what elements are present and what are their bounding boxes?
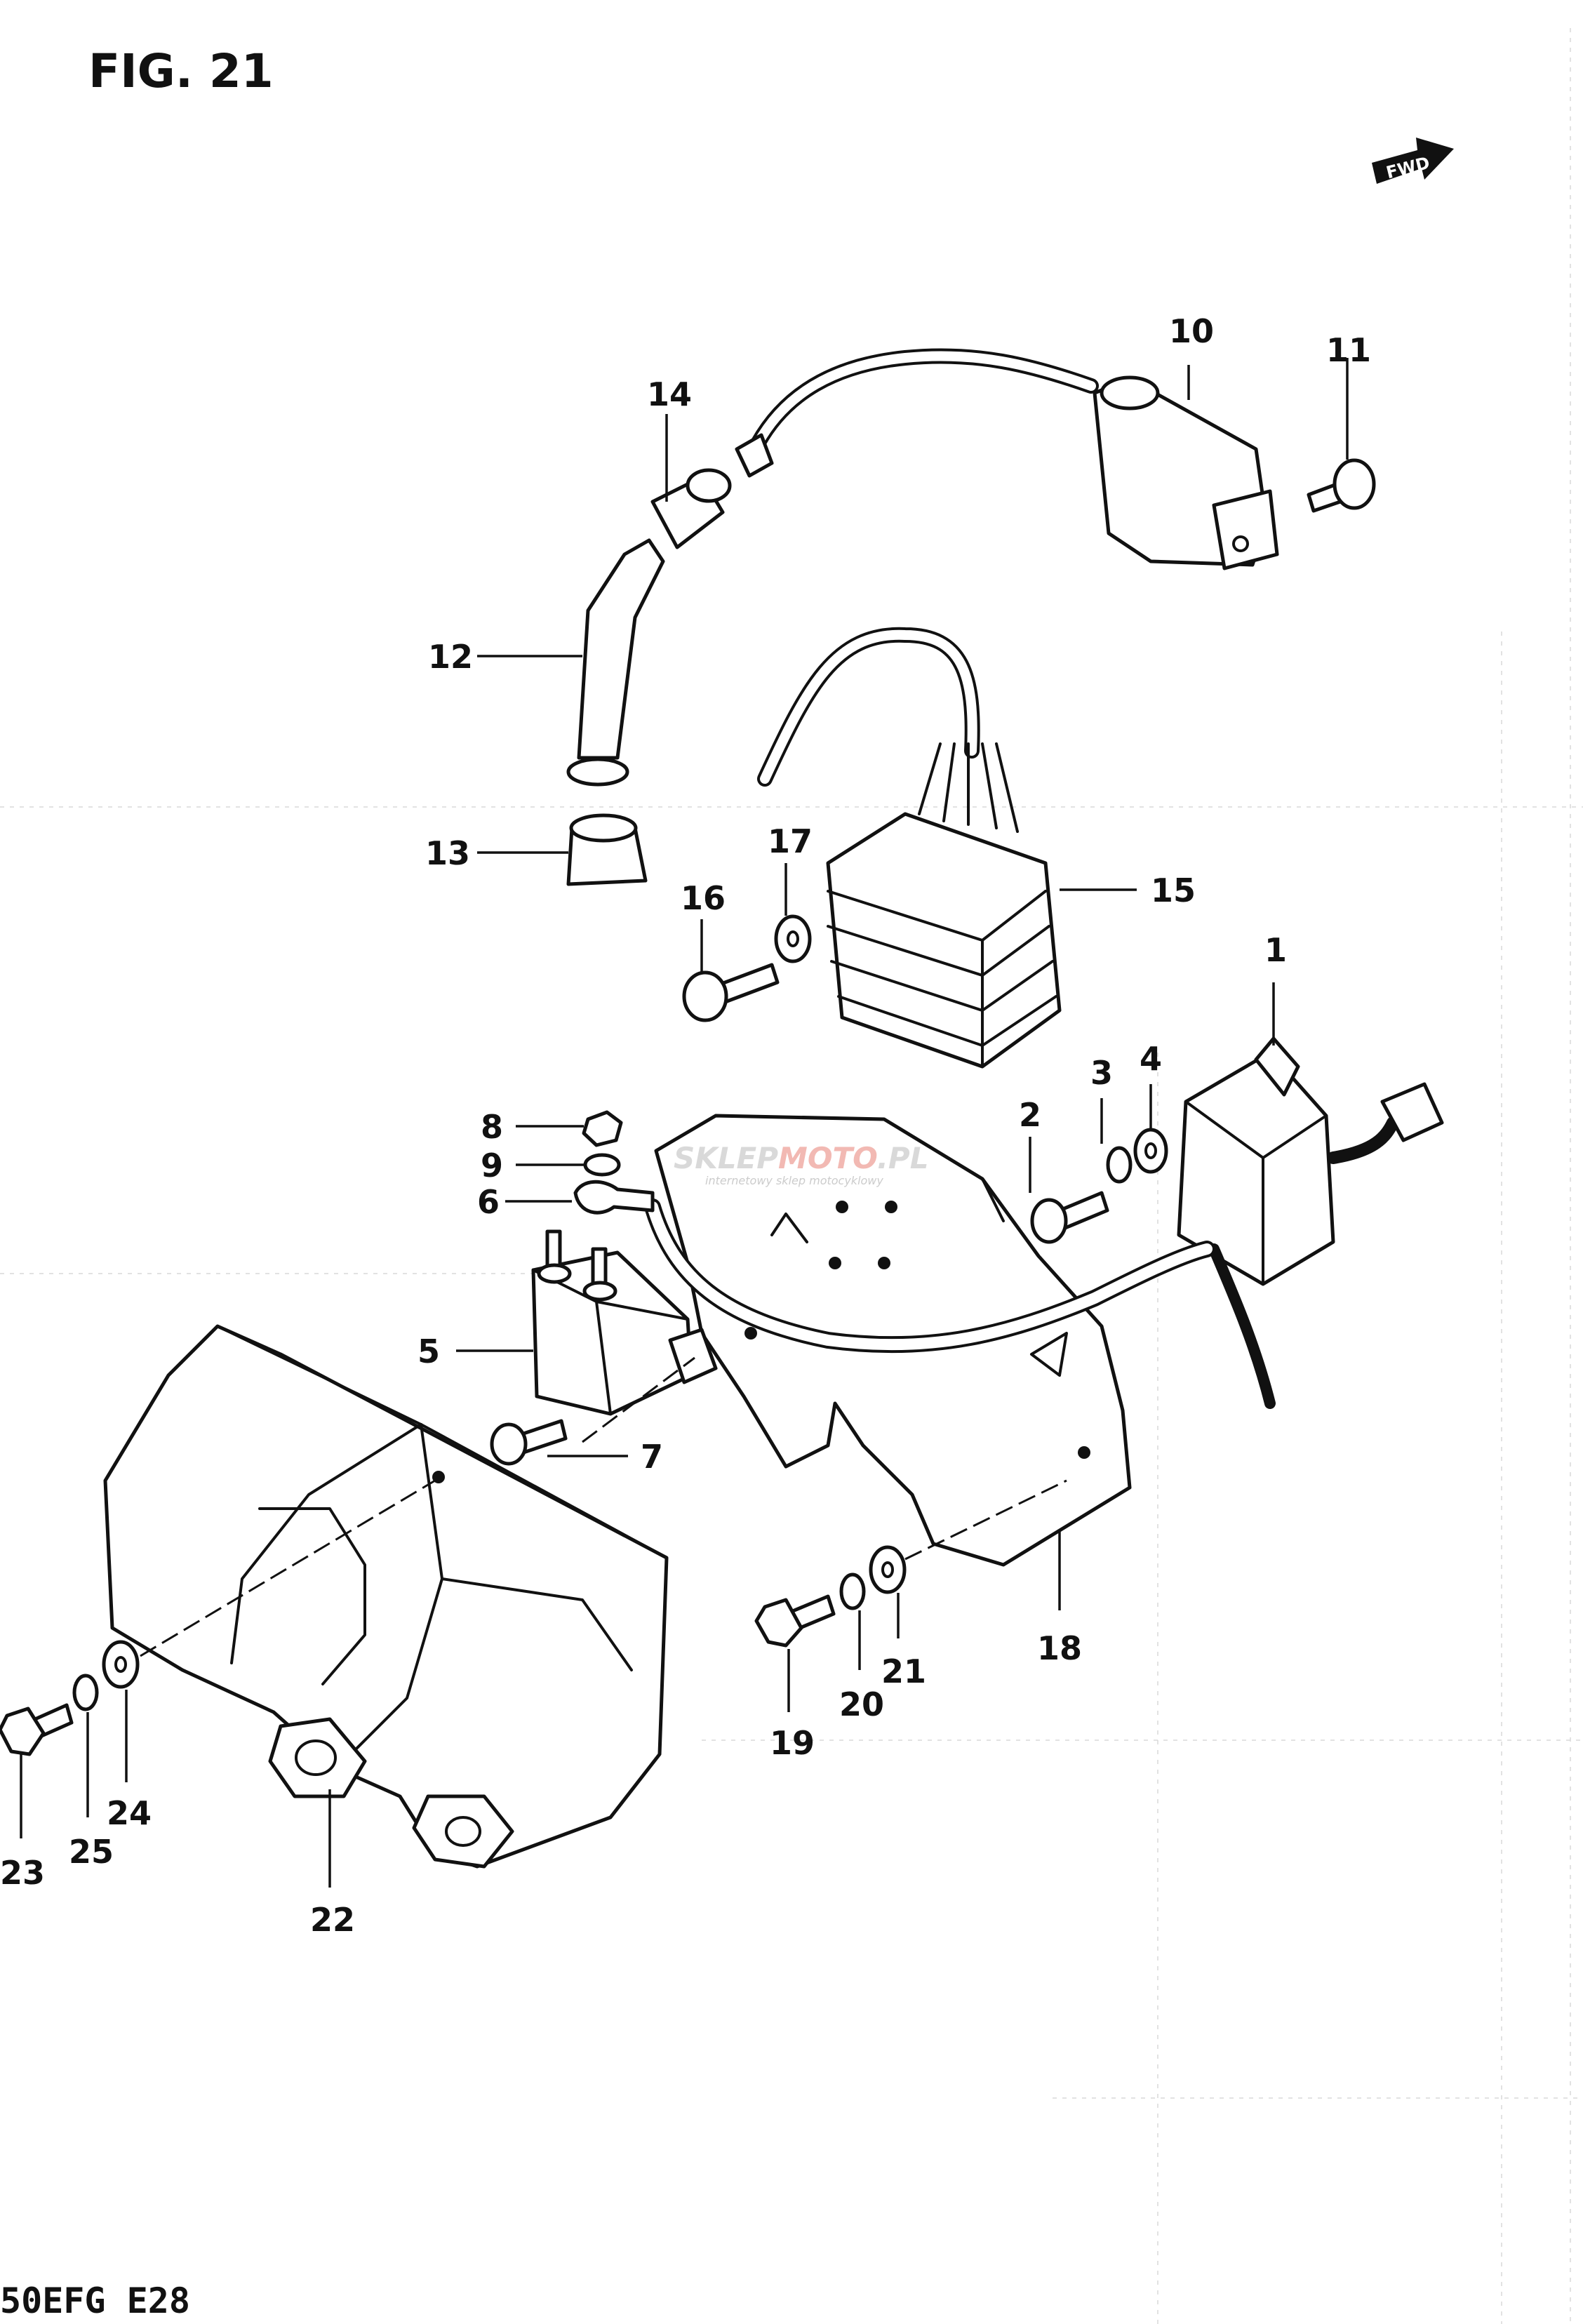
starter-relay bbox=[531, 1229, 718, 1416]
callout-24: 24 bbox=[107, 1794, 152, 1832]
callout-17: 17 bbox=[768, 822, 813, 860]
callout-3: 3 bbox=[1090, 1054, 1113, 1092]
washer bbox=[583, 1153, 621, 1177]
case-bolt bbox=[0, 1703, 74, 1756]
lock-washer bbox=[839, 1572, 866, 1610]
callout-25: 25 bbox=[69, 1833, 114, 1871]
svg-text:internetowy sklep motocyklowy: internetowy sklep motocyklowy bbox=[705, 1174, 883, 1187]
callout-labels: 1 2 3 4 5 6 7 8 9 10 11 12 13 14 15 16 1… bbox=[0, 312, 1371, 1939]
callout-13: 13 bbox=[425, 834, 470, 872]
callout-7: 7 bbox=[641, 1438, 663, 1476]
callout-18: 18 bbox=[1037, 1629, 1082, 1667]
callout-6: 6 bbox=[477, 1183, 500, 1221]
callout-2: 2 bbox=[1019, 1096, 1041, 1134]
callout-9: 9 bbox=[481, 1147, 503, 1184]
relay-screw bbox=[490, 1419, 568, 1466]
callout-19: 19 bbox=[770, 1724, 815, 1762]
watermark: SKLEPMOTO.PL internetowy sklep motocyklo… bbox=[674, 1141, 928, 1187]
callout-11: 11 bbox=[1326, 331, 1371, 369]
callout-16: 16 bbox=[681, 879, 726, 917]
washer bbox=[102, 1640, 140, 1689]
nut bbox=[582, 1110, 623, 1147]
bracket-bolt bbox=[754, 1594, 836, 1648]
svg-text:SKLEPMOTO.PL: SKLEPMOTO.PL bbox=[674, 1141, 928, 1175]
regulator-rectifier bbox=[757, 627, 1062, 1069]
battery-case bbox=[103, 1324, 669, 1869]
assembly-lines bbox=[140, 1356, 1067, 1657]
callout-20: 20 bbox=[839, 1685, 884, 1723]
callout-1: 1 bbox=[1264, 931, 1287, 969]
figure-title: FIG. 21 bbox=[88, 44, 274, 98]
igniter-unit bbox=[1177, 1036, 1444, 1409]
fwd-arrow-icon: FWD bbox=[1372, 138, 1454, 184]
callout-4: 4 bbox=[1140, 1040, 1162, 1078]
washer bbox=[1133, 1128, 1168, 1174]
igniter-bolt bbox=[1030, 1191, 1109, 1244]
callout-15: 15 bbox=[1151, 872, 1196, 909]
leader-lines bbox=[20, 358, 1349, 1888]
washer bbox=[869, 1545, 907, 1594]
cap-seal bbox=[566, 813, 648, 886]
coil-bolt bbox=[1307, 458, 1376, 513]
ignition-coil bbox=[735, 348, 1279, 570]
callout-23: 23 bbox=[0, 1854, 45, 1892]
callout-14: 14 bbox=[647, 375, 692, 413]
lock-washer bbox=[72, 1674, 99, 1711]
callout-12: 12 bbox=[428, 638, 473, 676]
callout-21: 21 bbox=[881, 1652, 926, 1690]
callout-10: 10 bbox=[1169, 312, 1214, 350]
model-code: 50EFG E28 bbox=[0, 2280, 190, 2321]
cap-joint bbox=[650, 468, 732, 549]
callout-8: 8 bbox=[481, 1108, 503, 1146]
plug-cap bbox=[566, 538, 665, 787]
background-grid bbox=[0, 28, 1583, 2324]
terminal bbox=[573, 1180, 655, 1215]
callout-5: 5 bbox=[418, 1333, 440, 1370]
washer bbox=[774, 914, 812, 963]
callout-22: 22 bbox=[310, 1901, 355, 1939]
lock-washer bbox=[1106, 1146, 1133, 1184]
regulator-screw bbox=[682, 963, 780, 1022]
